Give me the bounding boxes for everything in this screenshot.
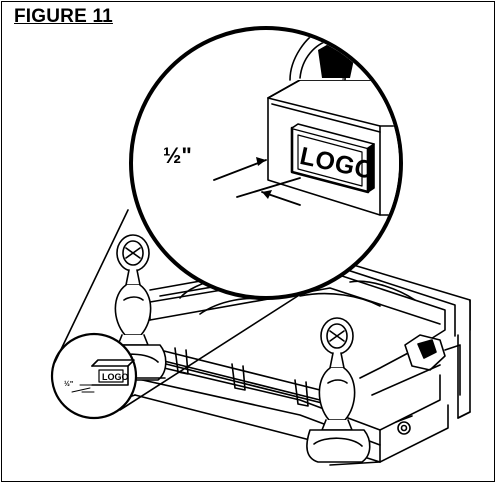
figure-title: FIGURE 11 (14, 6, 113, 27)
magnified-detail-circle: LOGO ½" (129, 26, 403, 300)
small-detail-circle (50, 332, 138, 420)
right-andiron (306, 317, 371, 463)
small-logo-text: LOGO (102, 372, 129, 382)
measurement-label: ½" (163, 143, 192, 168)
callout-leader-lines (54, 209, 305, 411)
small-measurement-label: ½" (64, 380, 73, 388)
